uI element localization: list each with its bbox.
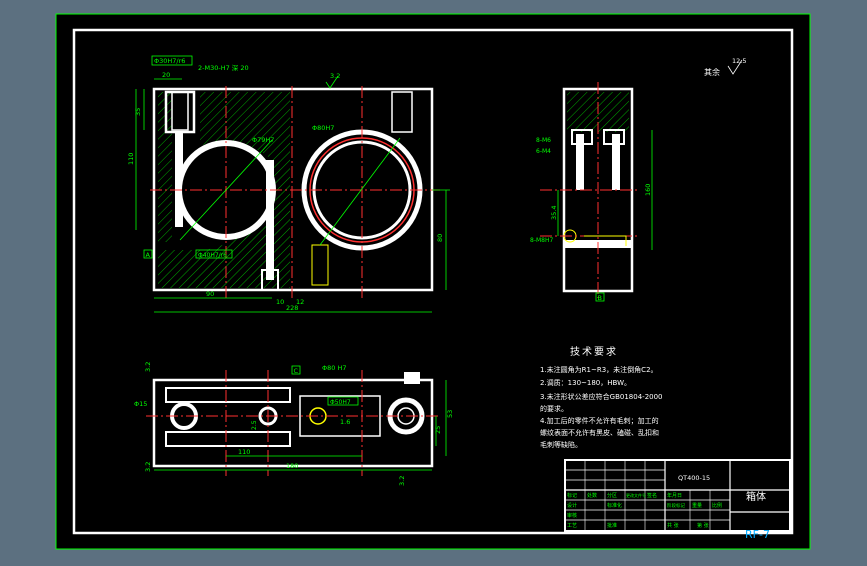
top-view-roughness-2: 3.2 xyxy=(144,462,152,472)
side-view-roughness-symbol xyxy=(727,59,743,75)
front-view-left-boss-inner xyxy=(171,91,189,131)
title-block-label-8: 标准化 xyxy=(607,502,622,509)
side-view-leader xyxy=(584,235,627,246)
side-view-roughness: 12.5 xyxy=(732,57,746,65)
title-block-label-5: 签名 xyxy=(647,492,657,499)
tech-requirement-6: 螺纹表面不允许有黑皮、磕碰、乱扣和 xyxy=(540,428,659,437)
title-block-frame xyxy=(564,459,791,532)
title-block-label-15: 共 张 xyxy=(667,522,679,529)
top-view-roughness-1: 3.2 xyxy=(144,362,152,372)
top-view-dim-height-2-label: 25 xyxy=(434,426,442,434)
side-view-datum-box xyxy=(595,292,605,302)
front-view: Φ30H7/r6 2-M30-H7 深 20 Φ79H7 Φ80H7 3.2 2… xyxy=(127,55,450,313)
title-block-label-2: 处数 xyxy=(587,492,597,499)
front-view-dim-right-label: 80 xyxy=(436,234,444,242)
side-view-inner-slot xyxy=(576,134,584,190)
front-view-datum: A xyxy=(146,251,151,259)
top-view-outline xyxy=(152,378,434,468)
tech-requirement-3: 3.未注形状公差应符合GB01804-2000 xyxy=(540,392,663,401)
front-view-dim-bottom-label: 90 xyxy=(206,290,214,298)
front-view-right-slot xyxy=(391,91,413,133)
top-view-rib-top xyxy=(165,387,291,403)
top-view-callout-2: Φ80 H7 xyxy=(322,364,346,372)
front-view-dim-small-2: 12 xyxy=(296,298,304,306)
side-view-inner-slot-right xyxy=(612,134,620,190)
top-view-datum-box xyxy=(291,365,301,375)
front-view-roughness-symbol xyxy=(325,75,339,89)
side-view: 8-M6 6-M4 8-M8H7 160 35.4 B 其余 12.5 xyxy=(530,57,746,302)
tech-requirement-4: 的要求。 xyxy=(540,404,568,413)
title-block-label-6: 年月日 xyxy=(667,492,682,499)
top-view-dim-overall-label: 180 xyxy=(286,462,298,470)
front-view-roughness: 3.2 xyxy=(330,72,340,80)
front-view-dim-left-1-label: 35 xyxy=(134,108,142,116)
top-view-callout-box xyxy=(327,396,359,406)
tech-requirement-5: 4.加工后的零件不允许有毛刺；加工的 xyxy=(540,416,659,425)
top-view-rib-bottom xyxy=(165,431,291,447)
top-view-callout-3: Φ50H7 xyxy=(330,399,351,406)
top-view-roughness-3: 1.6 xyxy=(340,418,350,426)
title-block-part-name: 箱体 xyxy=(746,490,766,503)
title-block-drawing-no: RF-7 xyxy=(745,528,770,541)
side-view-roughness-note: 其余 xyxy=(704,67,720,77)
title-block-label-10: 工艺 xyxy=(567,523,577,529)
front-view-leader-1 xyxy=(179,139,273,241)
top-view-dim-height-1-label: 53 xyxy=(446,410,454,418)
title-block-label-14: 比例 xyxy=(712,502,722,509)
title-block-label-12: 阶段标记 xyxy=(667,502,685,509)
front-view-dim-overall-label: 228 xyxy=(286,304,298,312)
top-view-datum: C xyxy=(294,367,299,375)
side-view-dim-small-label: 35.4 xyxy=(550,206,558,220)
top-view-pocket xyxy=(299,395,381,437)
top-view: Φ15 Φ80 H7 Φ50H7 3.2 3.2 1.6 3.2 110 180… xyxy=(134,362,454,486)
title-block-label-9: 审核 xyxy=(567,512,577,519)
front-view-callout-1: Φ30H7/r6 xyxy=(154,57,185,65)
title-block-label-3: 分区 xyxy=(607,492,617,499)
title-block-material: QT400-15 xyxy=(678,474,710,482)
front-view-callout-2: 2-M30-H7 深 20 xyxy=(198,63,249,72)
title-block-label-16: 第 张 xyxy=(697,522,709,529)
side-view-callout-1: 8-M6 xyxy=(536,137,551,144)
front-view-callout-box-1 xyxy=(151,55,193,66)
front-view-datum-box xyxy=(143,249,153,259)
tech-requirement-7: 毛刺等缺陷。 xyxy=(540,440,582,449)
front-view-dim-top-label: 20 xyxy=(162,71,170,79)
front-view-bottom-callout: Φ40H7/r6 xyxy=(198,252,227,259)
front-view-callout-3: Φ79H7 xyxy=(252,136,274,144)
side-view-callout-2: 6-M4 xyxy=(536,148,551,155)
side-view-datum: B xyxy=(598,294,602,302)
tech-requirements-title: 技术要求 xyxy=(570,345,618,358)
top-view-callout-1: Φ15 xyxy=(134,400,147,408)
title-block-label-11: 批准 xyxy=(607,522,617,529)
tech-requirement-1: 1.未注圆角为R1~R3，未注倒角C2。 xyxy=(540,365,658,374)
title-block-label-7: 设计 xyxy=(567,502,577,509)
title-block: QT400-15 箱体 RF-7 标记 处数 分区 更改文件号 签名 年月日 设… xyxy=(564,459,791,541)
top-view-roughness-4: 3.2 xyxy=(398,476,406,486)
title-block-label-13: 重量 xyxy=(692,502,702,509)
side-view-dim-height-label: 160 xyxy=(644,184,652,196)
front-view-hatch-left xyxy=(158,92,290,288)
front-view-dim-left-2-label: 110 xyxy=(127,153,135,165)
front-view-left-foot xyxy=(261,269,279,291)
front-view-dim-small-1: 10 xyxy=(276,298,284,306)
front-view-hatch-strip xyxy=(158,92,172,242)
side-view-top-boss-right xyxy=(603,129,625,145)
side-view-top-boss xyxy=(571,129,593,145)
technical-requirements: 技术要求 1.未注圆角为R1~R3，未注倒角C2。 2.调质：130~180，H… xyxy=(540,345,663,449)
drawing-frame xyxy=(72,28,794,535)
top-view-dim-offset-label: 2.5 xyxy=(251,420,258,430)
tech-requirement-2: 2.调质：130~180，HBW。 xyxy=(540,378,631,387)
front-view-bottom-callout-box xyxy=(195,249,233,259)
side-view-callout-3: 8-M8H7 xyxy=(530,237,553,244)
title-block-label-1: 标记 xyxy=(567,492,577,499)
front-view-leader-2 xyxy=(319,137,401,246)
top-view-tab xyxy=(404,372,420,384)
front-view-callout-4: Φ80H7 xyxy=(312,124,334,132)
front-view-left-post xyxy=(266,160,274,280)
top-view-dim-inner-label: 110 xyxy=(238,448,250,456)
title-block-label-4: 更改文件号 xyxy=(626,492,646,498)
